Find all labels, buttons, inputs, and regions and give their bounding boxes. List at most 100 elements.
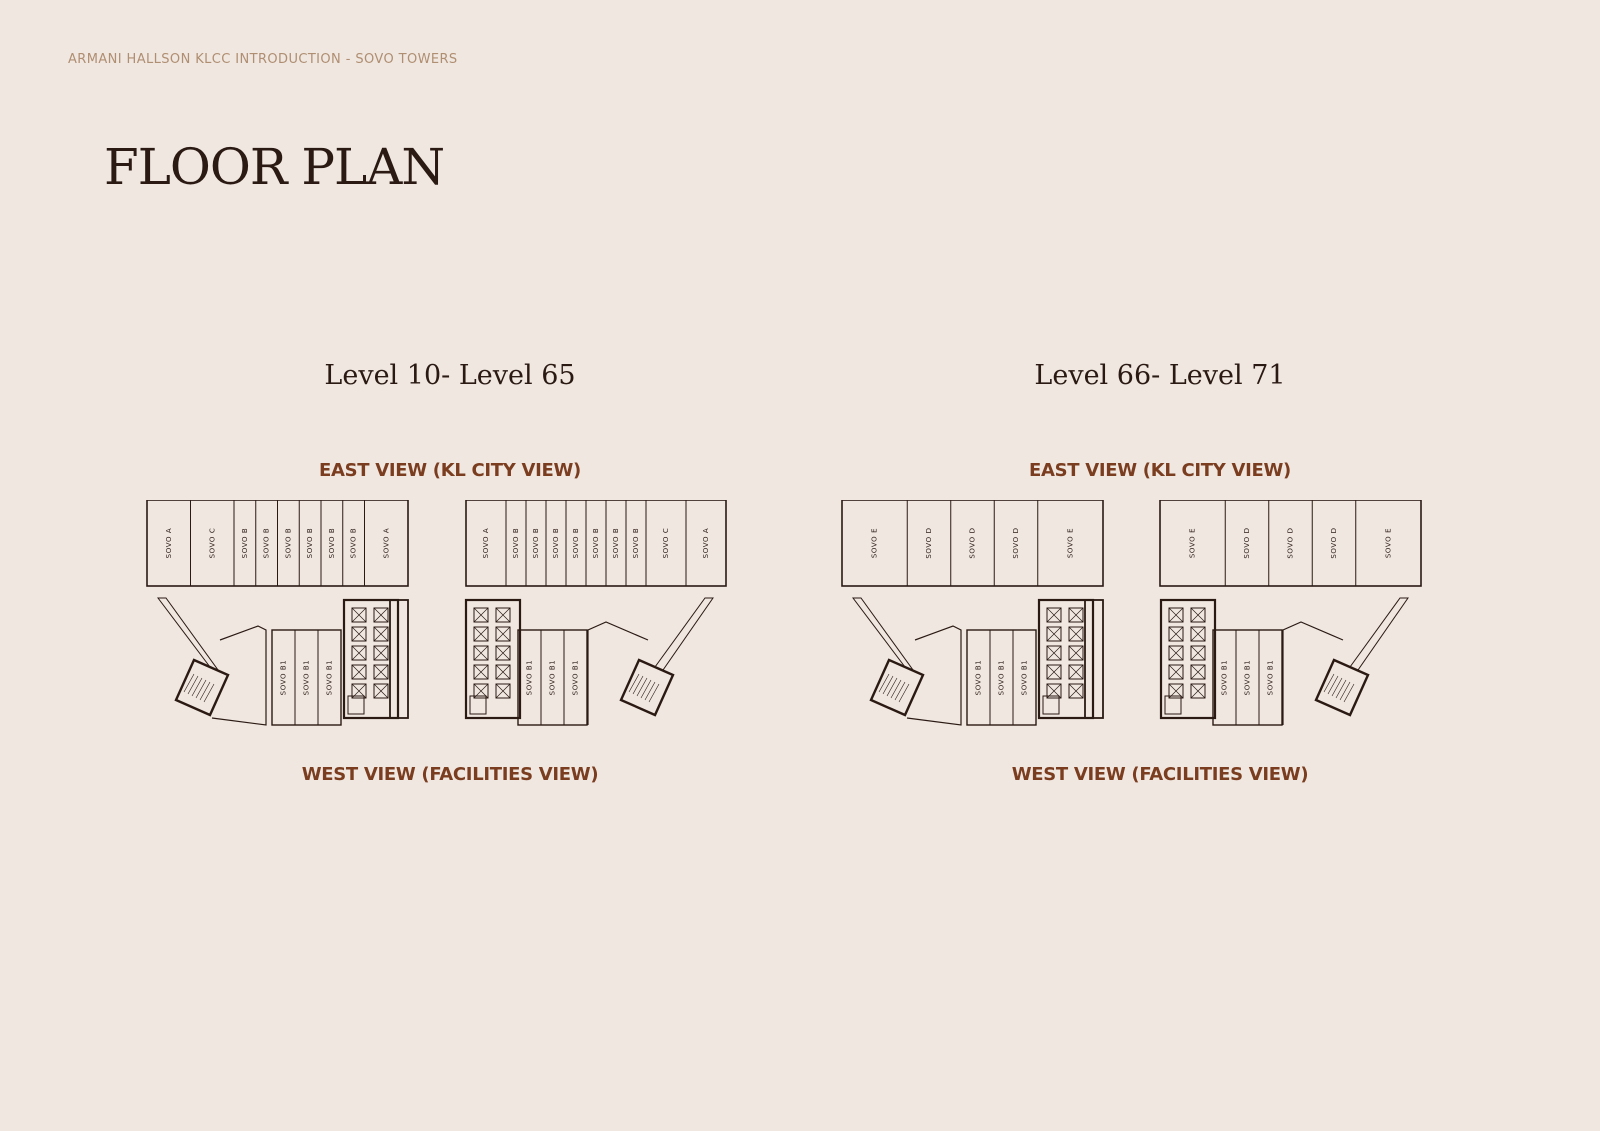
- lift-car: [373, 626, 389, 642]
- unit-label: SOVO B1: [280, 660, 288, 696]
- lift-car-cross: [473, 607, 489, 623]
- stair-tread: [886, 677, 898, 697]
- right-corridor: [587, 621, 649, 725]
- lift-car: [495, 645, 511, 661]
- lift-car: [1046, 607, 1062, 623]
- north-block-right-block: [465, 500, 727, 587]
- unit-label: SOVO B1: [1221, 660, 1229, 696]
- unit-label: SOVO B: [552, 528, 560, 559]
- unit-label: SOVO E: [871, 528, 879, 558]
- lift-core-left-b: [389, 599, 409, 719]
- lift-car: [1068, 626, 1084, 642]
- east-view-label: EAST VIEW (KL CITY VIEW): [1029, 460, 1291, 481]
- lift-car-cross: [1068, 607, 1084, 623]
- right-corridor: [1282, 621, 1344, 725]
- lift-car: [351, 664, 367, 680]
- lift-car: [1068, 607, 1084, 623]
- south-units-block: [271, 629, 342, 726]
- unit-label: SOVO B1: [998, 660, 1006, 696]
- unit-label: SOVO B: [306, 528, 314, 559]
- lift-car-cross: [373, 683, 389, 699]
- stair-tread: [894, 681, 906, 701]
- lift-car-cross: [473, 645, 489, 661]
- lift-car: [1046, 664, 1062, 680]
- lift-car-cross: [1046, 664, 1062, 680]
- unit-label: SOVO D: [1330, 527, 1338, 558]
- stair-tread: [648, 683, 660, 703]
- floor-plan-panel-levels-10-65: Level 10- Level 65 EAST VIEW (KL CITY VI…: [100, 350, 800, 800]
- unit-label: SOVO E: [1384, 528, 1392, 558]
- unit-label: SOVO B: [632, 528, 640, 559]
- lift-car: [1168, 664, 1184, 680]
- lift-car: [1046, 683, 1062, 699]
- unit-label: SOVO E: [1066, 528, 1074, 558]
- lift-car-cross: [495, 683, 511, 699]
- lift-car-cross: [1046, 607, 1062, 623]
- lift-car: [1190, 645, 1206, 661]
- stair-tread: [644, 681, 656, 701]
- lift-car-cross: [351, 607, 367, 623]
- unit-label: SOVO D: [969, 527, 977, 558]
- lift-core-right: [464, 598, 522, 720]
- south-units-block: [517, 629, 588, 726]
- lift-car: [1046, 626, 1062, 642]
- stair-tread: [898, 683, 910, 703]
- stair-tread: [628, 673, 640, 693]
- lift-car: [373, 645, 389, 661]
- page-title: FLOOR PLAN: [104, 138, 445, 196]
- lift-car-cross: [1068, 664, 1084, 680]
- unit-label: SOVO B: [263, 528, 271, 559]
- north-block-left-block: [841, 500, 1104, 587]
- unit-label: SOVO E: [1189, 528, 1197, 558]
- stair-tread: [191, 677, 203, 697]
- lift-car-cross: [495, 607, 511, 623]
- unit-label: SOVO D: [1243, 527, 1251, 558]
- north-block-right-block: [1159, 500, 1422, 587]
- unit-label: SOVO B: [572, 528, 580, 559]
- stair-tread: [878, 673, 890, 693]
- lift-car: [1168, 626, 1184, 642]
- lift-car-cross: [1190, 664, 1206, 680]
- lift-car-cross: [1190, 626, 1206, 642]
- unit-label: SOVO D: [925, 527, 933, 558]
- lift-car: [473, 607, 489, 623]
- lift-car-cross: [473, 664, 489, 680]
- lift-car-cross: [1190, 607, 1206, 623]
- stair-tread: [1331, 677, 1343, 697]
- lift-car-cross: [1046, 626, 1062, 642]
- unit-label: SOVO B1: [326, 660, 334, 696]
- lift-car: [1190, 683, 1206, 699]
- stair-wing-right-corridor: [654, 597, 714, 671]
- unit-label: SOVO D: [1012, 527, 1020, 558]
- unit-label: SOVO A: [482, 528, 490, 559]
- level-range-label: Level 66- Level 71: [1034, 360, 1286, 391]
- left-corridor: [211, 625, 267, 726]
- lift-car-cross: [495, 645, 511, 661]
- unit-label: SOVO B: [612, 528, 620, 559]
- stair: [1164, 695, 1182, 715]
- lift-car: [1068, 664, 1084, 680]
- stair-tread: [882, 675, 894, 695]
- unit-label: SOVO B1: [975, 660, 983, 696]
- unit-label: SOVO B1: [1244, 660, 1252, 696]
- level-range-label: Level 10- Level 65: [324, 360, 576, 391]
- lift-car-cross: [373, 607, 389, 623]
- unit-label: SOVO C: [662, 528, 670, 559]
- unit-label: SOVO B: [532, 528, 540, 559]
- lift-car: [351, 626, 367, 642]
- lift-car-cross: [1190, 645, 1206, 661]
- lift-car: [473, 645, 489, 661]
- unit-label: SOVO A: [165, 528, 173, 559]
- lift-car: [1190, 664, 1206, 680]
- lift-car-cross: [1168, 607, 1184, 623]
- left-corridor: [906, 625, 962, 726]
- west-view-label: WEST VIEW (FACILITIES VIEW): [301, 764, 599, 785]
- lift-car: [495, 683, 511, 699]
- lift-car: [495, 626, 511, 642]
- west-view-label: WEST VIEW (FACILITIES VIEW): [1011, 764, 1309, 785]
- lift-car: [495, 664, 511, 680]
- unit-label: SOVO B1: [1267, 660, 1275, 696]
- lift-car: [373, 607, 389, 623]
- stair-tread: [636, 677, 648, 697]
- unit-label: SOVO B: [512, 528, 520, 559]
